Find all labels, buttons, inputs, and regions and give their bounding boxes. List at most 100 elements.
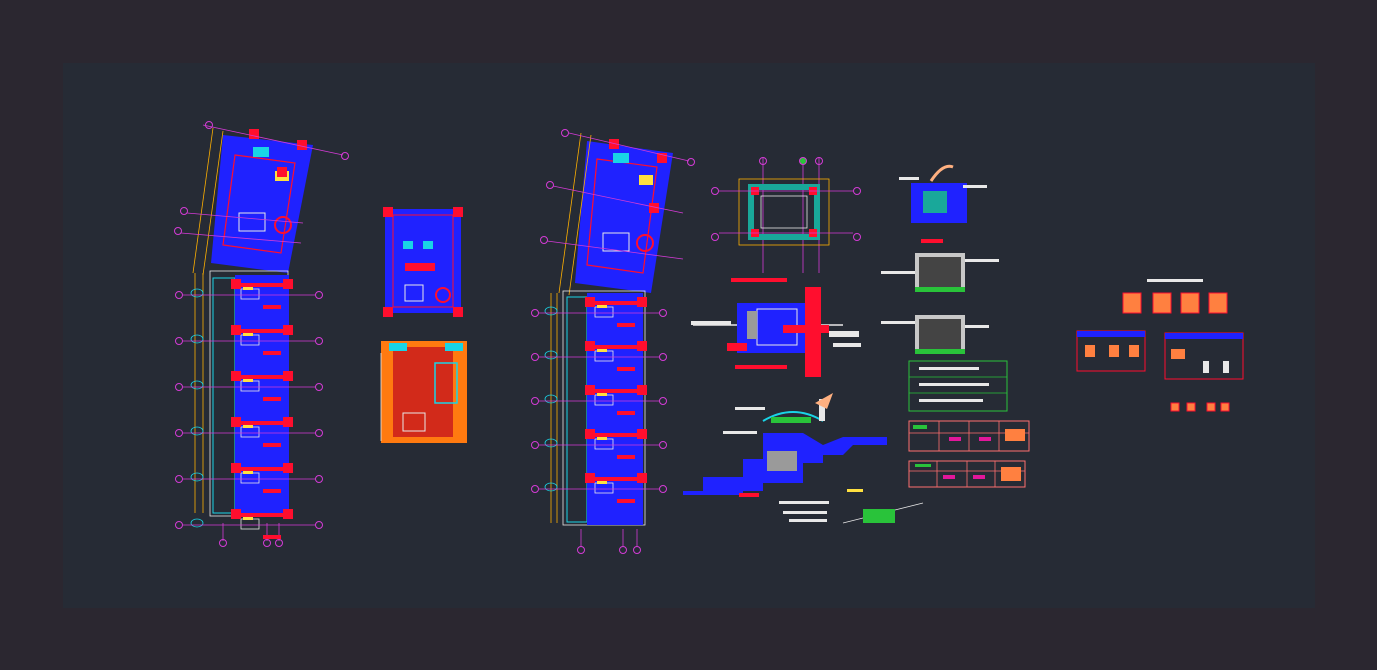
axis-bubble [531, 441, 539, 449]
column-marker [585, 341, 595, 351]
column-marker [283, 371, 293, 381]
axis-bubble [175, 383, 183, 391]
column-marker [585, 429, 595, 439]
axis-bubble [315, 475, 323, 483]
counter-block [617, 367, 635, 371]
floor-plan-2 [531, 129, 695, 554]
unit-slab [235, 421, 289, 425]
furniture-block [597, 305, 607, 308]
counter-block [263, 305, 281, 309]
column-marker [231, 371, 241, 381]
axis-bubble [531, 309, 539, 317]
roof-plan [691, 287, 861, 377]
unit-plan-b [380, 341, 467, 443]
stair-fixture [190, 334, 204, 344]
furniture-block [243, 471, 253, 474]
counter-block [263, 443, 281, 447]
column-marker [637, 473, 647, 483]
counter-block [617, 323, 635, 327]
column-marker [231, 325, 241, 335]
furniture-block [597, 437, 607, 440]
furniture-block [243, 287, 253, 290]
plan1-tower [175, 270, 323, 547]
floor-plan-1 [174, 121, 349, 547]
furniture-block [243, 425, 253, 428]
column-marker [585, 297, 595, 307]
furniture-block [243, 379, 253, 382]
counter-block [617, 455, 635, 459]
plan2-upper-wing [540, 129, 695, 296]
unit-slab [235, 329, 289, 333]
retaining-wall-detail [779, 489, 924, 524]
furniture-block [597, 393, 607, 396]
plan2-tower [531, 290, 667, 554]
furniture-block [243, 517, 253, 520]
column-marker [283, 463, 293, 473]
unit-plan-a [383, 207, 463, 317]
plan1-upper-wing [174, 121, 349, 276]
column-marker [637, 341, 647, 351]
column-marker [283, 325, 293, 335]
axis-bubble [315, 429, 323, 437]
counter-block [263, 351, 281, 355]
counter-block [617, 411, 635, 415]
stair-fixture [190, 426, 204, 436]
axis-bubble [659, 485, 667, 493]
stair-fixture [544, 350, 558, 360]
axis-bubble [175, 521, 183, 529]
column-marker [231, 463, 241, 473]
column-marker [283, 509, 293, 519]
axis-bubble [659, 353, 667, 361]
unit-slab [589, 389, 643, 393]
counter-block [263, 397, 281, 401]
unit-slab [235, 513, 289, 517]
counter-block [263, 535, 281, 539]
axis-bubble [659, 309, 667, 317]
site-section [683, 393, 887, 497]
axis-bubble [315, 291, 323, 299]
column-marker [231, 279, 241, 289]
stair-fixture [190, 380, 204, 390]
column-details [1076, 279, 1244, 412]
unit-slab [589, 433, 643, 437]
bed-outline [240, 518, 260, 530]
unit-slab [235, 467, 289, 471]
axis-bubble [175, 429, 183, 437]
counter-block [263, 489, 281, 493]
drawing-sheet[interactable] [63, 63, 1315, 608]
green-tables [908, 360, 1008, 412]
stair-fixture [190, 472, 204, 482]
axis-bubble [315, 383, 323, 391]
axis-bubble [659, 441, 667, 449]
furniture-block [597, 349, 607, 352]
stair-fixture [190, 288, 204, 298]
stair-fixture [190, 518, 204, 528]
unit-slab [235, 283, 289, 287]
stair-fixture [544, 482, 558, 492]
column-marker [585, 473, 595, 483]
unit-slab [589, 477, 643, 481]
unit-slab [235, 375, 289, 379]
column-marker [283, 417, 293, 427]
axis-bubble [175, 475, 183, 483]
column-marker [637, 385, 647, 395]
stair-fixture [544, 306, 558, 316]
axis-bubble [315, 521, 323, 529]
elevation-views [881, 164, 999, 354]
foundation-plan [711, 157, 861, 282]
axis-bubble [175, 337, 183, 345]
unit-slab [589, 301, 643, 305]
cad-drawing [174, 121, 1244, 554]
column-marker [231, 509, 241, 519]
axis-bubble [531, 353, 539, 361]
column-marker [283, 279, 293, 289]
furniture-block [597, 481, 607, 484]
unit-slab [589, 345, 643, 349]
column-marker [637, 429, 647, 439]
stair-fixture [544, 438, 558, 448]
axis-bubble [659, 397, 667, 405]
furniture-block [243, 333, 253, 336]
axis-bubble [531, 397, 539, 405]
column-marker [585, 385, 595, 395]
